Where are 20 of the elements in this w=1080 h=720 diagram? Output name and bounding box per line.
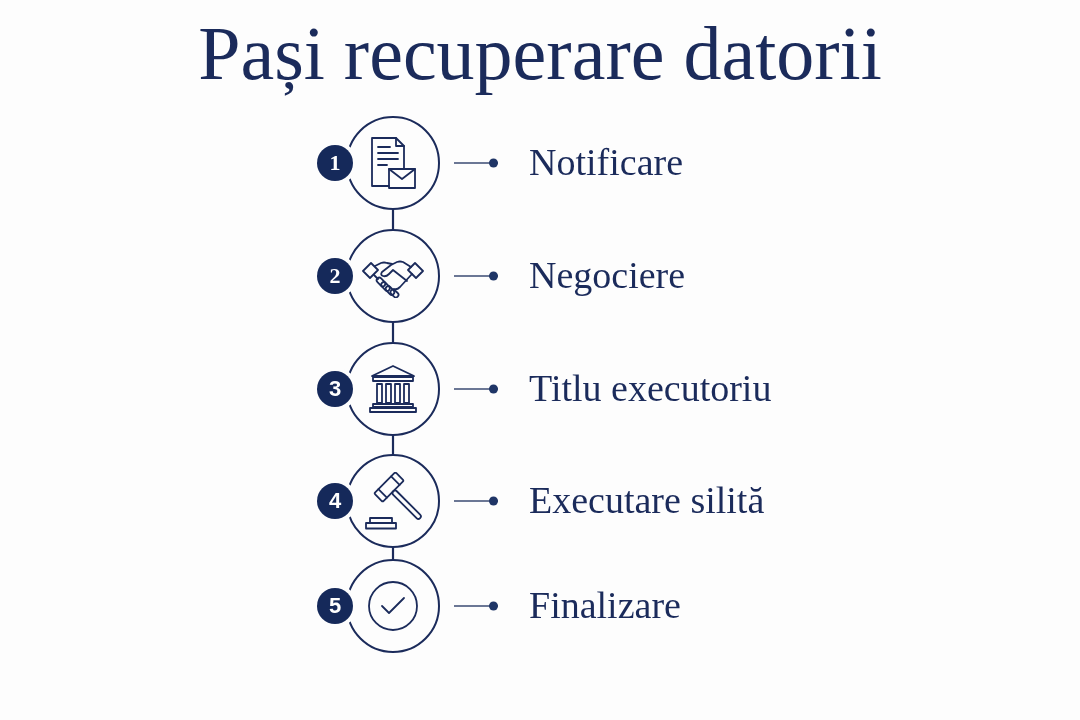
connector-line	[391, 323, 395, 342]
dot-connector-line	[453, 271, 499, 281]
step-number-badge: 5	[317, 588, 353, 624]
connector-line	[391, 436, 395, 454]
dot-connector-line	[453, 384, 499, 394]
step-label: Titlu executoriu	[529, 367, 772, 411]
step-number-badge: 4	[317, 483, 353, 519]
step-label: Notificare	[529, 141, 684, 185]
step-number-badge: 1	[317, 145, 353, 181]
title: Pași recuperare datorii	[197, 10, 883, 98]
connector-line	[391, 210, 395, 229]
step-label: Finalizare	[529, 584, 681, 628]
dot-connector-line	[453, 601, 499, 611]
step-label: Executare silită	[529, 479, 765, 523]
dot-connector-line	[453, 496, 499, 506]
step-label: Negociere	[529, 254, 686, 298]
connector-line	[391, 548, 395, 559]
step-number-badge: 2	[317, 258, 353, 294]
step-number-badge: 3	[317, 371, 353, 407]
dot-connector-line	[453, 158, 499, 168]
